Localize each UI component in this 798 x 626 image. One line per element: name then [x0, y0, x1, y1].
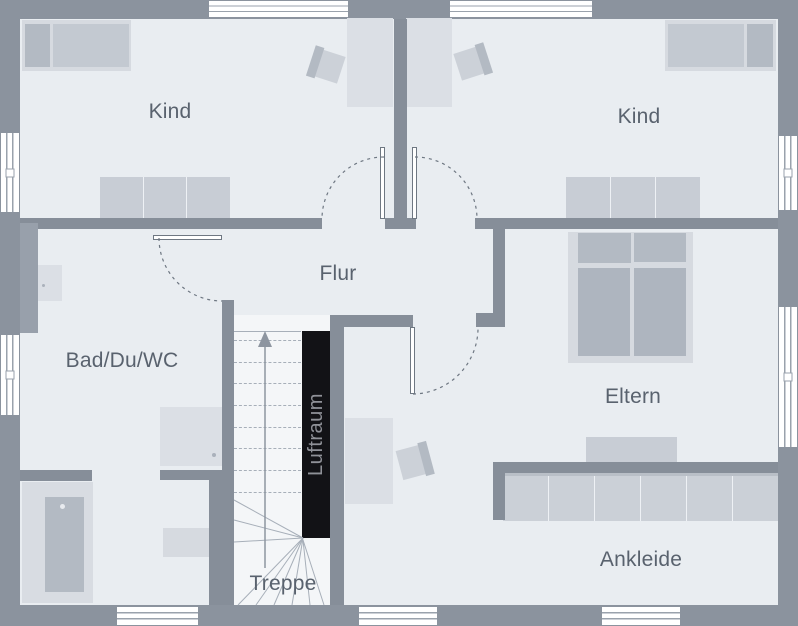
room-label-kind-left: Kind [148, 100, 192, 123]
stair-tread [234, 448, 301, 449]
shower [160, 407, 222, 466]
installation-shaft [20, 223, 38, 333]
window [779, 136, 797, 210]
wall-segment [330, 315, 413, 327]
mattress [53, 24, 129, 67]
stair-tread [234, 383, 301, 384]
stair-tread [234, 492, 301, 493]
wardrobe-unit [733, 476, 778, 521]
window-handle [5, 370, 15, 380]
wardrobe [503, 472, 778, 521]
wardrobe-unit [549, 476, 594, 521]
window [209, 1, 348, 17]
wall-segment [222, 300, 234, 478]
wall-segment [160, 470, 226, 480]
door-leaf [380, 147, 385, 219]
wall-segment [493, 462, 505, 520]
door-leaf [412, 147, 417, 219]
door-leaf [410, 327, 415, 394]
window [1, 335, 19, 415]
dresser [100, 177, 231, 218]
wardrobe-unit [595, 476, 640, 521]
wall-segment [394, 19, 407, 219]
room-label-flur: Flur [319, 262, 357, 285]
wall-segment [20, 218, 322, 229]
room-label-luftraum: Luftraum [304, 393, 327, 476]
window [450, 1, 592, 17]
window [1, 133, 19, 212]
window-handle [5, 168, 15, 177]
room-label-eltern: Eltern [604, 385, 662, 408]
stair-tread [234, 405, 301, 406]
wardrobe-unit [503, 476, 548, 521]
pillow [634, 233, 686, 262]
window [117, 607, 198, 625]
wall-segment [20, 470, 92, 481]
mattress [668, 24, 744, 67]
dresser [566, 177, 700, 218]
sideboard [586, 437, 677, 462]
toilet [38, 265, 62, 301]
window [359, 607, 437, 625]
desk [345, 418, 393, 504]
washbasin [163, 528, 209, 557]
wardrobe-unit [687, 476, 732, 521]
room-label-ankleide: Ankleide [599, 548, 683, 571]
room-label-bad: Bad/Du/WC [65, 349, 179, 372]
wall-segment [330, 315, 344, 605]
pillow [25, 24, 50, 67]
room-label-kind-right: Kind [617, 105, 661, 128]
wardrobe-unit [641, 476, 686, 521]
window [602, 607, 680, 625]
bathtub-drain [60, 504, 65, 509]
toilet-mark [42, 284, 45, 287]
window-handle [783, 168, 793, 178]
dresser-unit [611, 177, 655, 218]
pillow [747, 24, 773, 67]
desk [347, 18, 393, 107]
wall-segment [209, 478, 234, 605]
pillow [578, 233, 631, 263]
mattress [634, 268, 686, 356]
desk [406, 18, 452, 107]
door-leaf [153, 235, 222, 240]
void-bar: Luftraum [302, 331, 330, 538]
wall-segment [475, 218, 778, 229]
dresser-unit [566, 177, 610, 218]
room-label-treppe: Treppe [249, 572, 317, 595]
window [779, 307, 797, 447]
wall-segment [493, 228, 505, 317]
window-handle [783, 372, 793, 382]
dresser-unit [656, 177, 700, 218]
wall-segment [493, 462, 778, 473]
stair-tread [234, 427, 301, 428]
dresser-unit [100, 177, 143, 218]
mattress [578, 268, 630, 356]
stair-edge [234, 331, 301, 332]
dresser-unit [143, 177, 187, 218]
stair-tread [234, 340, 301, 341]
dresser-unit [187, 177, 231, 218]
shower-drain [212, 453, 216, 457]
wall-segment [476, 313, 505, 327]
stair-tread [234, 470, 301, 471]
wall-segment [385, 218, 416, 229]
stair-tread [234, 362, 301, 363]
bathtub-inner [45, 497, 84, 592]
